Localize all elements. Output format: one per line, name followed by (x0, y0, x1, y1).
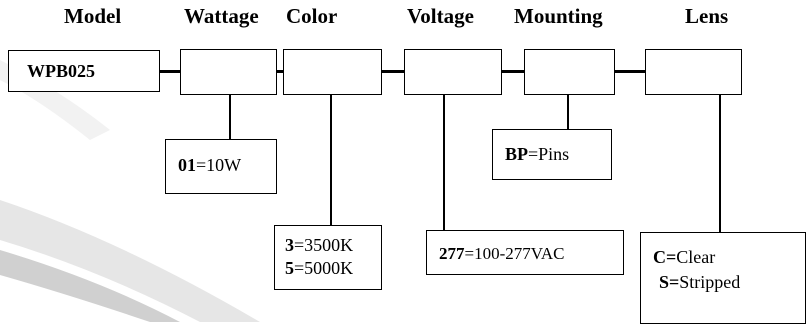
option-code: 277 (439, 244, 465, 263)
header-mounting: Mounting (514, 4, 603, 28)
color-options-box: 3=3500K 5=5000K (274, 225, 382, 290)
voltage-leader-line (443, 95, 445, 231)
wattage-option: 01=10W (178, 154, 276, 177)
voltage-option: 277=100-277VAC (439, 242, 623, 265)
option-text: =Pins (528, 144, 570, 164)
option-code: 01 (178, 155, 196, 175)
header-lens: Lens (685, 4, 729, 28)
mounting-leader-line (567, 95, 569, 130)
header-color: Color (286, 4, 338, 28)
option-text: =3500K (294, 235, 354, 255)
option-text: Stripped (679, 272, 741, 292)
mounting-slot-box (524, 49, 615, 95)
color-option: 5=5000K (285, 257, 381, 280)
header-model: Model (64, 4, 122, 28)
wattage-leader-line (229, 95, 231, 140)
lens-options-box: C=Clear S=Stripped (640, 232, 806, 324)
mounting-options-box: BP=Pins (492, 129, 612, 180)
mounting-option: BP=Pins (505, 143, 611, 166)
header-voltage: Voltage (407, 4, 474, 28)
lens-leader-line (719, 95, 721, 233)
option-text: =5000K (294, 258, 354, 278)
lens-option: S=Stripped (653, 270, 805, 295)
option-code: 5 (285, 258, 294, 278)
wattage-options-box: 01=10W (165, 139, 277, 194)
part-number-connector (160, 70, 645, 73)
lens-option: C=Clear (653, 245, 805, 270)
option-text: =100-277VAC (464, 244, 565, 263)
lens-slot-box (645, 49, 742, 95)
color-option: 3=3500K (285, 234, 381, 257)
model-box: WPB025 (8, 50, 160, 92)
color-slot-box (283, 49, 382, 95)
wattage-slot-box (180, 49, 277, 95)
color-leader-line (330, 95, 332, 226)
voltage-slot-box (404, 49, 502, 95)
option-text: =10W (196, 155, 242, 175)
option-code: C= (653, 247, 677, 267)
option-code: S= (659, 272, 680, 292)
option-text: Clear (676, 247, 716, 267)
header-wattage: Wattage (184, 4, 259, 28)
option-code: 3 (285, 235, 294, 255)
option-code: BP (505, 144, 529, 164)
voltage-options-box: 277=100-277VAC (426, 230, 624, 275)
